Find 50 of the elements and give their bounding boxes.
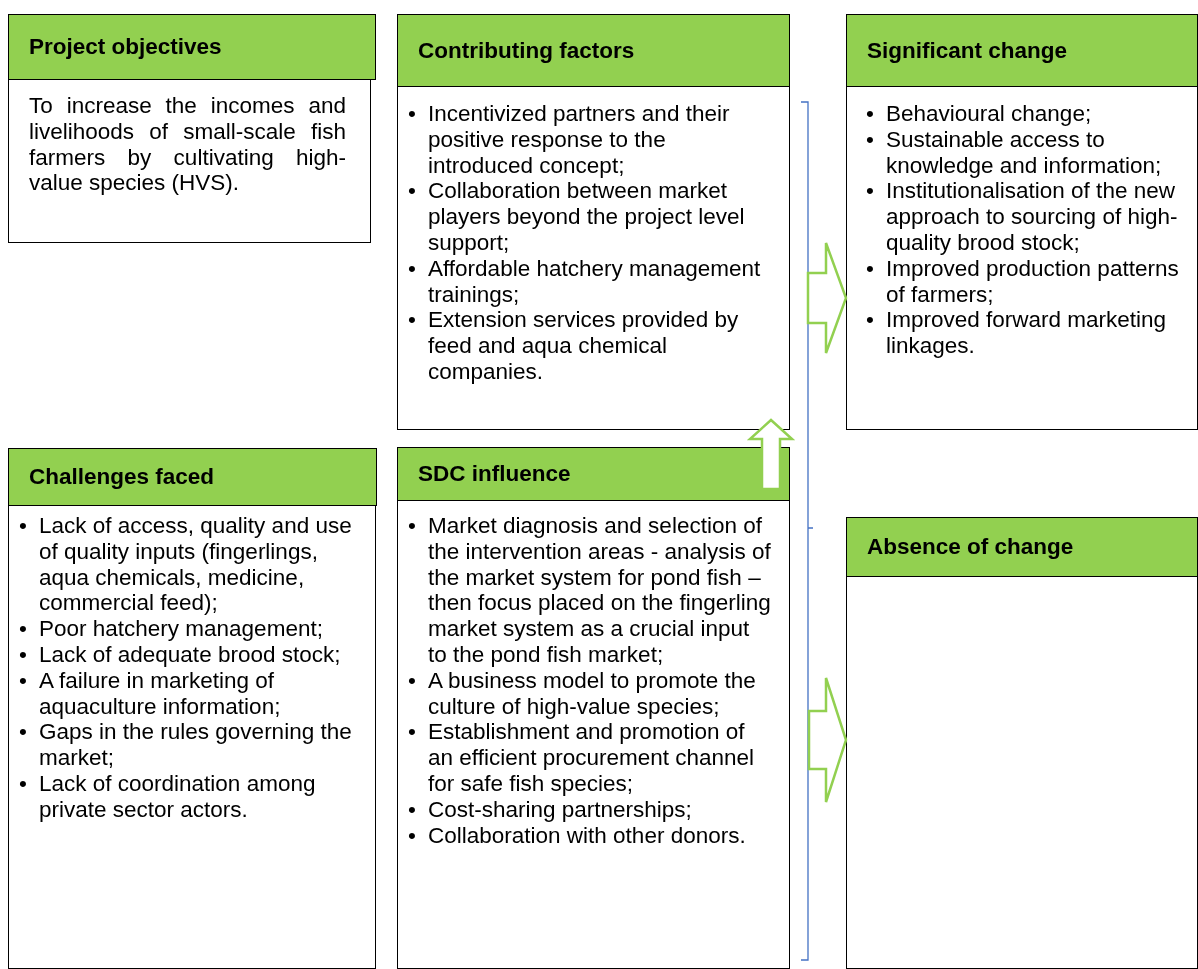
- block-arrow: [746, 418, 796, 491]
- bullet-marker: •: [19, 667, 28, 695]
- header-bar: Contributing factors: [397, 14, 790, 87]
- bullet-marker: •: [408, 796, 417, 823]
- bullet-marker: •: [866, 255, 875, 283]
- bullet-text: Collaboration between market players beyond the project level support;: [428, 178, 746, 256]
- bullet-text: Affordable hatchery management trainings;: [428, 255, 762, 308]
- bullet-marker: •: [19, 770, 28, 798]
- header-bar: Absence of change: [846, 517, 1198, 577]
- bullet-text: Behavioural change;: [886, 101, 1092, 127]
- bullet-marker: •: [408, 513, 417, 540]
- bullet-marker: •: [408, 719, 417, 747]
- bullet-text: Lack of coordination among private sector actors.: [39, 770, 317, 823]
- bullet-text: Lack of access, quality and use of quality inputs (fingerlings, aqua chemicals, medicine, commercial feed);: [39, 513, 353, 617]
- bullet-text: Poor hatchery management;: [39, 616, 323, 642]
- bullet-text: A failure in marketing of aquaculture information;: [39, 667, 282, 720]
- header-bar: Significant change: [846, 14, 1198, 87]
- bullet-marker: •: [408, 667, 417, 695]
- bullet-marker: •: [19, 719, 28, 747]
- bullet-marker: •: [866, 101, 875, 127]
- bullet-marker: •: [866, 307, 875, 335]
- header-bar: Challenges faced: [8, 448, 377, 506]
- bullet-text: Extension services provided by feed and aqua chemical companies.: [428, 307, 740, 385]
- body-text: To increase the incomes and livelihoods of small-scale fish farmers by cultivating high-value species (HVS).: [29, 93, 346, 197]
- bullet-marker: •: [408, 178, 417, 206]
- bullet-text: A business model to promote the culture of high-value species;: [428, 667, 757, 720]
- bullet-text: Improved forward marketing linkages.: [886, 307, 1168, 359]
- bullet-text: Improved production patterns of farmers;: [886, 255, 1180, 308]
- bullet-marker: •: [19, 642, 28, 668]
- bullet-text: Sustainable access to knowledge and information;: [886, 126, 1163, 179]
- bullet-marker: •: [19, 513, 28, 540]
- bullet-marker: •: [408, 255, 417, 283]
- bullet-marker: •: [408, 101, 417, 128]
- bullet-marker: •: [866, 178, 875, 206]
- bullet-text: Market diagnosis and selection of the intervention areas - analysis of the market system for pond fish – then focus placed on the fingerling market system as a crucial input to the pond fish market;: [428, 513, 772, 668]
- header-bar: SDC influence: [397, 447, 790, 501]
- bullet-text: Cost-sharing partnerships;: [428, 796, 692, 823]
- bullet-text: Incentivized partners and their positive response to the introduced concept;: [428, 101, 731, 179]
- bullet-text: Lack of adequate brood stock;: [39, 642, 341, 668]
- bullet-marker: •: [408, 307, 417, 335]
- block-arrow: [807, 676, 848, 804]
- block-arrow: [806, 241, 848, 355]
- bullet-marker: •: [408, 822, 417, 849]
- bullet-marker: •: [866, 126, 875, 154]
- bullet-marker: •: [19, 616, 28, 642]
- bullet-text: Establishment and promotion of an efficient procurement channel for safe fish species;: [428, 719, 756, 797]
- bullet-text: Institutionalisation of the new approach to sourcing of high-quality brood stock;: [886, 178, 1179, 256]
- header-bar: Project objectives: [8, 14, 376, 80]
- bullet-text: Collaboration with other donors.: [428, 822, 746, 849]
- bullet-text: Gaps in the rules governing the market;: [39, 719, 353, 771]
